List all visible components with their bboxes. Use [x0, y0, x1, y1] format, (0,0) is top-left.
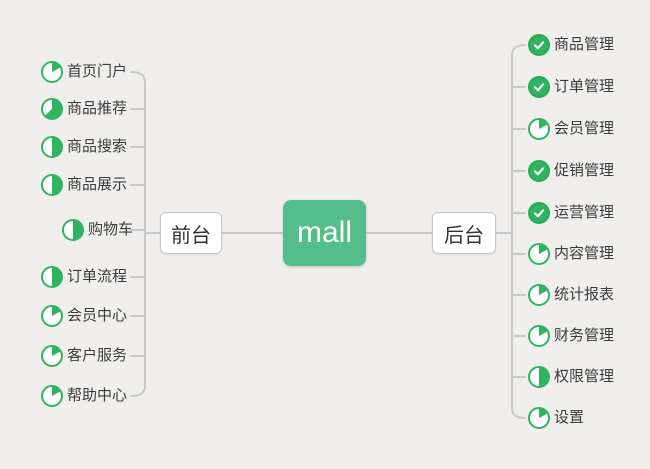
- topic-item[interactable]: 运营管理: [528, 202, 614, 224]
- topic-label: 商品管理: [554, 36, 615, 53]
- topic-item[interactable]: 会员中心: [41, 305, 127, 327]
- topic-label: 首页门户: [67, 63, 128, 80]
- topic-label: 客户服务: [67, 347, 128, 364]
- topic-item[interactable]: 权限管理: [528, 366, 614, 388]
- topic-item[interactable]: 内容管理: [528, 243, 614, 265]
- topic-label: 订单管理: [554, 78, 615, 95]
- topic-label: 设置: [554, 409, 585, 426]
- topic-item[interactable]: 统计报表: [528, 284, 614, 306]
- root-node-mall[interactable]: mall: [283, 200, 366, 266]
- topic-item[interactable]: 订单流程: [41, 266, 127, 288]
- progress-pie-icon[interactable]: [528, 284, 550, 306]
- topic-item[interactable]: 财务管理: [528, 325, 614, 347]
- branch-node-frontend[interactable]: 前台: [160, 212, 222, 254]
- topic-label: 统计报表: [554, 286, 615, 303]
- topic-item[interactable]: 商品推荐: [41, 98, 127, 120]
- progress-pie-icon[interactable]: [41, 385, 63, 407]
- progress-pie-icon[interactable]: [41, 98, 63, 120]
- progress-pie-icon[interactable]: [62, 219, 84, 241]
- topic-label: 商品搜索: [67, 138, 128, 155]
- check-icon[interactable]: [528, 34, 550, 56]
- check-icon[interactable]: [528, 202, 550, 224]
- progress-pie-icon[interactable]: [41, 305, 63, 327]
- topic-item[interactable]: 帮助中心: [41, 385, 127, 407]
- topic-label: 订单流程: [67, 268, 128, 285]
- topic-label: 会员管理: [554, 120, 615, 137]
- check-icon[interactable]: [528, 76, 550, 98]
- progress-pie-icon[interactable]: [41, 345, 63, 367]
- topic-item[interactable]: 购物车: [62, 219, 133, 241]
- topic-label: 财务管理: [554, 327, 615, 344]
- progress-pie-icon[interactable]: [41, 61, 63, 83]
- topic-label: 商品推荐: [67, 100, 128, 117]
- topic-item[interactable]: 商品管理: [528, 34, 614, 56]
- topic-item[interactable]: 促销管理: [528, 160, 614, 182]
- topic-label: 购物车: [88, 221, 134, 238]
- topic-item[interactable]: 商品展示: [41, 174, 127, 196]
- progress-pie-icon[interactable]: [41, 136, 63, 158]
- topic-label: 会员中心: [67, 307, 128, 324]
- progress-pie-icon[interactable]: [528, 407, 550, 429]
- topic-label: 权限管理: [554, 368, 615, 385]
- topic-label: 运营管理: [554, 204, 615, 221]
- topic-item[interactable]: 首页门户: [41, 61, 127, 83]
- progress-pie-icon[interactable]: [41, 174, 63, 196]
- branch-node-backend[interactable]: 后台: [432, 212, 496, 254]
- topic-label: 帮助中心: [67, 387, 128, 404]
- topic-item[interactable]: 设置: [528, 407, 584, 429]
- progress-pie-icon[interactable]: [528, 243, 550, 265]
- topic-label: 商品展示: [67, 176, 128, 193]
- topic-label: 促销管理: [554, 162, 615, 179]
- topic-item[interactable]: 会员管理: [528, 118, 614, 140]
- topic-item[interactable]: 商品搜索: [41, 136, 127, 158]
- progress-pie-icon[interactable]: [41, 266, 63, 288]
- topic-item[interactable]: 订单管理: [528, 76, 614, 98]
- topic-item[interactable]: 客户服务: [41, 345, 127, 367]
- progress-pie-icon[interactable]: [528, 325, 550, 347]
- check-icon[interactable]: [528, 160, 550, 182]
- progress-pie-icon[interactable]: [528, 366, 550, 388]
- progress-pie-icon[interactable]: [528, 118, 550, 140]
- topic-label: 内容管理: [554, 245, 615, 262]
